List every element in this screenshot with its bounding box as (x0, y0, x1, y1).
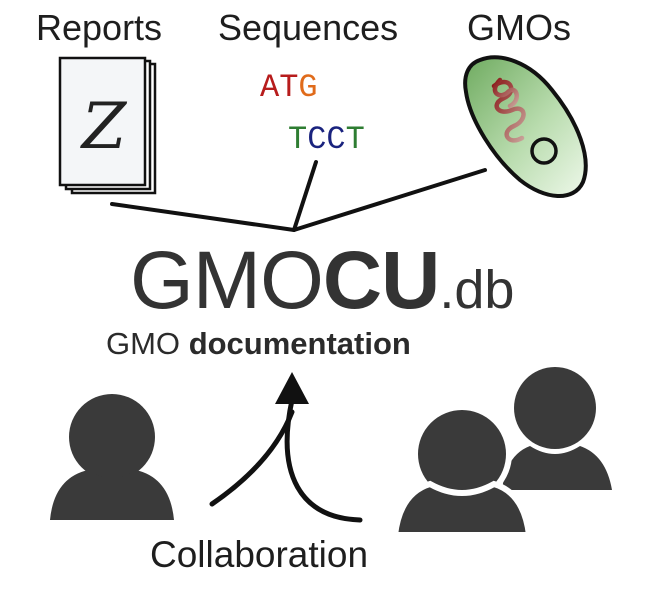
arrow-head (275, 372, 309, 404)
subtitle-normal: GMO (106, 326, 181, 361)
subtitle-bold: documentation (188, 326, 411, 361)
sequence-line-2: TCCT (288, 124, 365, 156)
bacterium-cell-icon (463, 55, 588, 198)
sequence-base: G (298, 69, 318, 106)
collaboration-arrow (209, 397, 363, 523)
label-collaboration: Collaboration (150, 534, 369, 575)
connector-sequences (292, 160, 318, 232)
sequence-base: T (288, 121, 308, 158)
sequence-base: C (326, 121, 346, 158)
app-title: GMOCU.db (130, 240, 514, 322)
single-person-icon (50, 394, 174, 520)
sequence-base: T (345, 121, 365, 158)
dna-coil-icon (491, 77, 526, 143)
label-gmos: GMOs (467, 7, 571, 48)
connector-reports (110, 202, 296, 232)
sequence-base: T (279, 69, 299, 106)
title-gmo: GMO (130, 235, 324, 326)
label-sequences: Sequences (218, 7, 399, 48)
nucleus-ring (530, 137, 558, 165)
document-letter: Z (80, 90, 128, 164)
document-stack-icon (58, 56, 157, 195)
sequence-line-1: ATG (260, 72, 318, 104)
sequence-base: C (307, 121, 327, 158)
people-group-icon (391, 367, 612, 538)
title-cu: CU (322, 235, 440, 326)
connector-gmos (292, 168, 487, 232)
subtitle: GMO documentation (106, 328, 411, 359)
title-ext: .db (439, 260, 515, 320)
label-reports: Reports (36, 7, 163, 48)
sequence-base: A (260, 69, 280, 106)
connector-lines (110, 160, 487, 232)
